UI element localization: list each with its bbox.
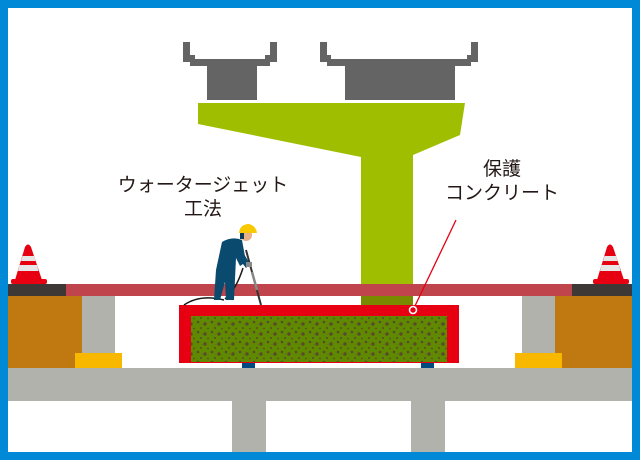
traffic-cone-right-icon	[593, 244, 629, 284]
label-water-jet-method: ウォータージェット 工法	[98, 174, 308, 222]
road-slab-end-right	[572, 284, 632, 296]
diagram-area: ウォータージェット 工法 保護 コンクリート	[8, 8, 632, 452]
protective-concrete	[179, 305, 459, 363]
label-water-jet-line1: ウォータージェット	[117, 174, 289, 196]
support-block-right	[421, 362, 434, 370]
pier-base-shadow	[361, 296, 413, 306]
pier	[198, 103, 465, 306]
bearing-pad-right	[515, 353, 562, 368]
bridge-illustration	[8, 42, 632, 452]
bearing-pad-left	[75, 353, 122, 368]
label-protective-concrete-line1: 保護	[482, 158, 521, 180]
label-water-jet-line2: 工法	[183, 197, 222, 220]
road-slab-end-left	[8, 284, 66, 296]
road-slab	[66, 284, 572, 296]
lower-column-right	[411, 401, 445, 452]
ground-slab	[8, 368, 632, 401]
girder-left	[183, 42, 277, 100]
leader-line-dot	[408, 305, 418, 315]
worker-icon	[183, 224, 262, 306]
support-block-left	[242, 362, 255, 370]
abutment-right	[555, 296, 632, 368]
label-protective-concrete-line2: コンクリート	[444, 181, 559, 204]
label-protective-concrete: 保護 コンクリート	[418, 158, 586, 206]
lower-column-left	[232, 401, 266, 452]
leader-line	[413, 219, 457, 309]
girder-right	[320, 42, 478, 100]
abutment-left	[8, 296, 82, 368]
traffic-cone-left-icon	[11, 244, 47, 284]
